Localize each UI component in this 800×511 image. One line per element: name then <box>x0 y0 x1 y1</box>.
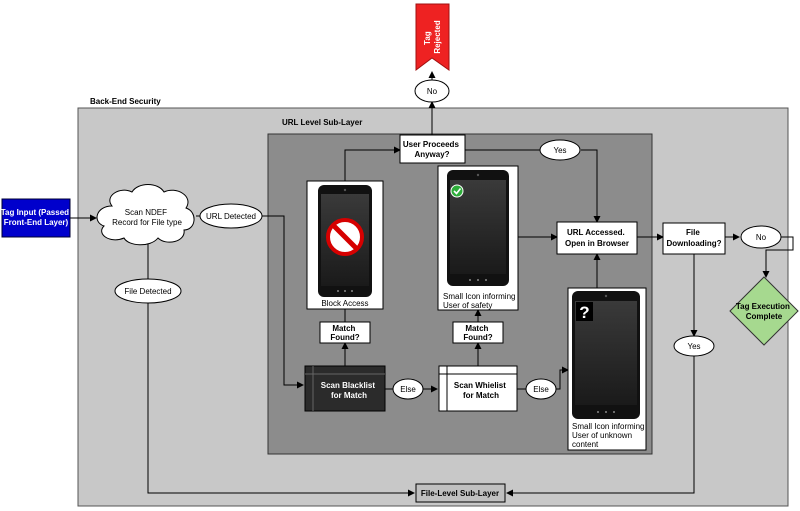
tag-input-line2: Front-End Layer) <box>4 218 69 227</box>
yes-right-label: Yes <box>687 342 700 351</box>
scan-blacklist-line1: Scan Blacklist <box>321 381 376 390</box>
file-downloading-box: File Downloading? <box>662 222 726 255</box>
user-proceeds-box: User Proceeds Anyway? <box>399 134 466 164</box>
match-found-black-line2: Found? <box>330 333 359 342</box>
safety-line1: Small Icon informing <box>443 292 515 301</box>
match-found-white-line2: Found? <box>463 333 492 342</box>
svg-text:Tag Execution Complete: Tag Execution Complete <box>736 302 792 321</box>
user-proceeds-line2: Anyway? <box>414 150 449 159</box>
unknown-line2: User of unknown <box>572 431 632 440</box>
file-level-sublayer-label: File-Level Sub-Layer <box>421 489 499 498</box>
unknown-line1: Small Icon informing <box>572 422 644 431</box>
yes-top-label: Yes <box>553 146 566 155</box>
svg-text:Scan Blacklist for Match: Scan Blacklist for Match <box>321 381 377 400</box>
scan-whitelist-line1: Scan Whielist <box>454 381 506 390</box>
file-level-sublayer-box: File-Level Sub-Layer <box>415 483 506 503</box>
url-accessed-box: URL Accessed. Open in Browser <box>556 221 638 255</box>
tag-input-box: Tag Input (Passed Front-End Layer) <box>1 198 72 238</box>
no-top-oval: No <box>414 79 450 103</box>
question-icon: ? <box>576 302 593 322</box>
else-1-label: Else <box>400 385 416 394</box>
scan-ndef-line1: Scan NDEF <box>125 208 167 217</box>
file-downloading-line1: File <box>686 228 700 237</box>
block-icon <box>326 218 364 256</box>
tag-exec-line1: Tag Execution <box>736 302 790 311</box>
url-detected-label: URL Detected <box>206 212 256 221</box>
svg-text:File Downloading?: File Downloading? <box>666 228 721 248</box>
scan-blacklist-box: Scan Blacklist for Match <box>304 365 386 412</box>
yes-top-oval: Yes <box>539 139 581 161</box>
url-accessed-line1: URL Accessed. <box>567 228 625 237</box>
no-top-label: No <box>427 87 438 96</box>
url-accessed-line2: Open in Browser <box>565 239 629 248</box>
match-found-black-line1: Match <box>332 324 355 333</box>
match-found-white-line1: Match <box>465 324 488 333</box>
user-proceeds-line1: User Proceeds <box>403 140 460 149</box>
match-found-blacklist-box: Match Found? <box>319 321 371 344</box>
tag-rejected-line2: Rejected <box>433 20 442 53</box>
connectors <box>70 71 794 497</box>
no-right-oval: No <box>740 225 782 249</box>
svg-text:Match Found?: Match Found? <box>330 324 359 342</box>
svg-text:?: ? <box>579 303 589 322</box>
safety-phone-card: Small Icon informing User of safety <box>437 165 519 311</box>
tag-execution-complete-diamond: Tag Execution Complete <box>729 276 799 346</box>
file-downloading-line2: Downloading? <box>666 239 721 248</box>
svg-text:Match Found?: Match Found? <box>463 324 492 342</box>
no-right-label: No <box>756 233 767 242</box>
else-1-oval: Else <box>392 378 424 400</box>
checkmark-icon <box>450 184 464 198</box>
svg-text:Small Icon informing Use: Small Icon informing User of safety <box>443 292 518 310</box>
scan-blacklist-line2: for Match <box>331 391 367 400</box>
tag-rejected-banner: Tag Rejected <box>415 3 450 71</box>
else-2-label: Else <box>533 385 549 394</box>
url-sublayer-title: URL Level Sub-Layer <box>282 118 362 127</box>
svg-text:Scan NDEF Record for Fil: Scan NDEF Record for File type <box>112 208 182 227</box>
svg-text:URL Accessed. Open in Br: URL Accessed. Open in Browser <box>565 228 629 248</box>
url-detected-oval: URL Detected <box>199 203 263 229</box>
scan-ndef-line2: Record for File type <box>112 218 182 227</box>
scan-whitelist-line2: for Match <box>463 391 499 400</box>
match-found-whitelist-box: Match Found? <box>452 321 504 344</box>
svg-text:Tag Input (Passed Front-: Tag Input (Passed Front-End Layer) <box>1 208 72 227</box>
tag-input-line1: Tag Input (Passed <box>1 208 69 217</box>
else-2-oval: Else <box>525 378 557 400</box>
safety-line2: User of safety <box>443 301 492 310</box>
yes-right-oval: Yes <box>673 335 715 357</box>
block-access-card: Block Access <box>306 180 384 310</box>
block-access-label: Block Access <box>321 299 368 308</box>
file-detected-label: File Detected <box>124 287 171 296</box>
tag-exec-line2: Complete <box>746 312 783 321</box>
tag-rejected-line1: Tag <box>423 31 432 45</box>
unknown-line3: content <box>572 440 599 449</box>
scan-ndef-cloud: Scan NDEF Record for File type <box>96 184 195 246</box>
svg-text:Scan Whielist for Match: Scan Whielist for Match <box>454 381 508 400</box>
svg-text:Tag Rejected: Tag Rejected <box>423 20 442 53</box>
svg-text:Small Icon informing Use: Small Icon informing User of unknown con… <box>572 422 647 449</box>
file-detected-oval: File Detected <box>114 278 182 304</box>
svg-text:User Proceeds Anyway?: User Proceeds Anyway? <box>403 140 461 159</box>
scan-whitelist-box: Scan Whielist for Match <box>438 365 518 412</box>
backend-security-title: Back-End Security <box>90 97 161 106</box>
unknown-content-card: ? Small Icon informing User of unknown c… <box>567 287 647 451</box>
